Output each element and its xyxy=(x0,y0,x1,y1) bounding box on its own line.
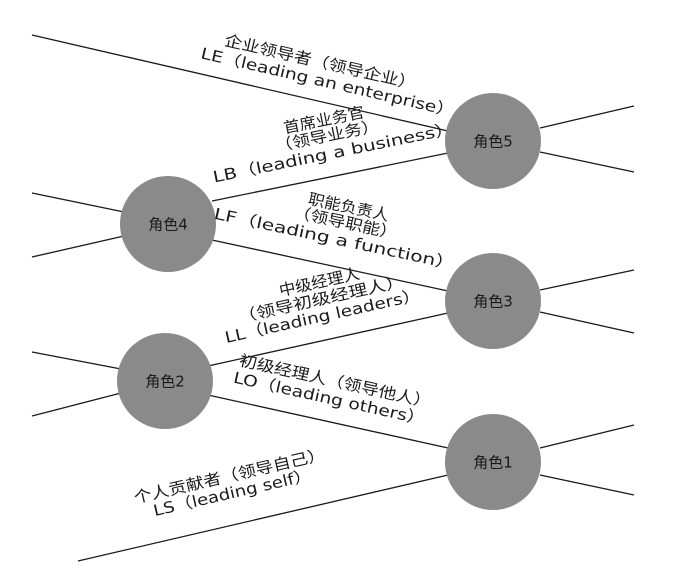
line-lb xyxy=(211,152,449,202)
role-node-2: 角色2 xyxy=(117,333,213,429)
passage-label-lf: 职能负责人 （领导职能） LF（leading a function） xyxy=(212,190,456,274)
connector-lines xyxy=(31,34,635,562)
role-node-5-label: 角色5 xyxy=(473,133,513,151)
line-ls xyxy=(77,474,449,562)
line-lo xyxy=(207,394,449,449)
role-node-4: 角色4 xyxy=(120,176,216,272)
role-node-1: 角色1 xyxy=(445,414,541,510)
passage-label-ll: 中级经理人 （领导初级经理人） LL（leading leaders） xyxy=(223,265,422,347)
line-role5-out-lower xyxy=(539,151,635,173)
role-node-5: 角色5 xyxy=(445,93,541,189)
line-role4-in-upper xyxy=(31,192,125,213)
role-node-2-label: 角色2 xyxy=(145,373,185,391)
line-role1-out-lower xyxy=(539,474,635,496)
line-role1-out-upper xyxy=(539,424,635,449)
passage-label-le: 企业领导者（领导企业） LE（leading an enterprise） xyxy=(199,31,456,120)
role-node-4-circle xyxy=(120,176,216,272)
line-role2-in-lower xyxy=(31,392,122,417)
role-node-1-label: 角色1 xyxy=(473,454,513,472)
line-role5-out-upper xyxy=(539,105,635,129)
line-le xyxy=(31,34,449,132)
role-node-5-circle xyxy=(445,93,541,189)
line-role3-out-lower xyxy=(539,311,635,334)
role-node-1-circle xyxy=(445,414,541,510)
line-ll xyxy=(207,312,449,367)
role-node-2-circle xyxy=(117,333,213,429)
line-role2-in-upper xyxy=(31,351,122,370)
line-lf xyxy=(211,239,449,292)
passage-label-lo: 初级经理人（领导他人） LO（leading others） xyxy=(232,352,433,429)
role-node-4-label: 角色4 xyxy=(148,216,188,234)
line-role4-in-lower xyxy=(31,235,125,258)
role-node-3: 角色3 xyxy=(445,253,541,349)
line-role3-out-upper xyxy=(539,269,635,291)
passage-label-ls: 个人贡献者（领导自己） LS（leading self） xyxy=(132,445,327,520)
role-node-3-label: 角色3 xyxy=(473,293,513,311)
role-node-3-circle xyxy=(445,253,541,349)
